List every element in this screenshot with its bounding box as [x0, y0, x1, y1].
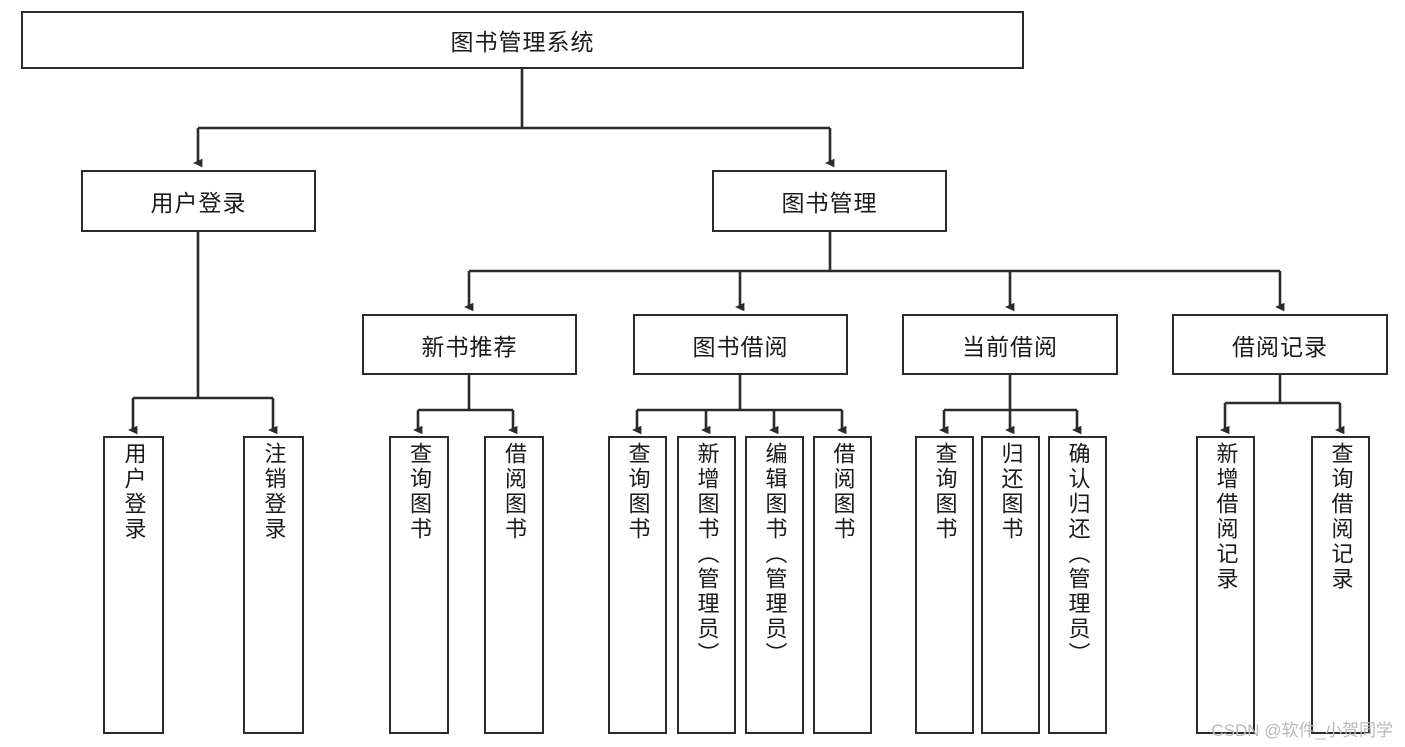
leaf-return-book[interactable]: 归还图书 [981, 436, 1040, 734]
node-label: 借阅图书 [502, 442, 527, 542]
node-label: 查询借阅记录 [1328, 442, 1354, 592]
node-label: 编辑图书（管理员） [762, 442, 788, 667]
node-label: 用户登录 [150, 190, 247, 216]
node-label: 借阅图书 [830, 442, 856, 542]
node-label: 新增借阅记录 [1213, 442, 1239, 592]
node-label: 新增图书（管理员） [694, 442, 720, 667]
node-label: 注销登录 [261, 442, 287, 542]
node-label: 确认归还（管理员） [1065, 442, 1091, 667]
leaf-add-borrow-record[interactable]: 新增借阅记录 [1196, 436, 1255, 734]
leaf-edit-book[interactable]: 编辑图书（管理员） [745, 436, 804, 734]
leaf-query-borrow-record[interactable]: 查询借阅记录 [1311, 436, 1370, 734]
node-label: 查询图书 [932, 442, 958, 542]
node-user-login[interactable]: 用户登录 [81, 170, 316, 232]
leaf-borrow-book-new[interactable]: 借阅图书 [484, 436, 544, 734]
leaf-query-book-current[interactable]: 查询图书 [915, 436, 974, 734]
leaf-confirm-return[interactable]: 确认归还（管理员） [1048, 436, 1107, 734]
node-current-borrow[interactable]: 当前借阅 [902, 314, 1118, 375]
node-label: 新书推荐 [421, 333, 518, 360]
leaf-add-book[interactable]: 新增图书（管理员） [677, 436, 736, 734]
leaf-query-book-borrow[interactable]: 查询图书 [608, 436, 667, 734]
node-book-borrow[interactable]: 图书借阅 [633, 314, 848, 375]
leaf-logout-login[interactable]: 注销登录 [243, 436, 304, 734]
leaf-query-book-new[interactable]: 查询图书 [389, 436, 449, 734]
node-borrow-record[interactable]: 借阅记录 [1172, 314, 1388, 375]
node-label: 图书借阅 [692, 333, 789, 360]
node-label: 当前借阅 [962, 333, 1058, 360]
node-book-management-system[interactable]: 图书管理系统 [21, 11, 1024, 69]
watermark: CSDN @软件_小贺同学 [1211, 721, 1393, 740]
node-label: 查询图书 [625, 442, 651, 542]
node-label: 归还图书 [998, 442, 1024, 542]
node-book-manage[interactable]: 图书管理 [712, 170, 947, 232]
node-label: 图书管理 [781, 190, 878, 216]
node-new-book-recommend[interactable]: 新书推荐 [362, 314, 577, 375]
node-label: 用户登录 [121, 442, 147, 542]
leaf-borrow-book[interactable]: 借阅图书 [813, 436, 872, 734]
leaf-user-login[interactable]: 用户登录 [103, 436, 164, 734]
node-label: 查询图书 [407, 442, 432, 542]
node-label: 借阅记录 [1232, 333, 1328, 360]
node-label: 图书管理系统 [450, 29, 595, 55]
